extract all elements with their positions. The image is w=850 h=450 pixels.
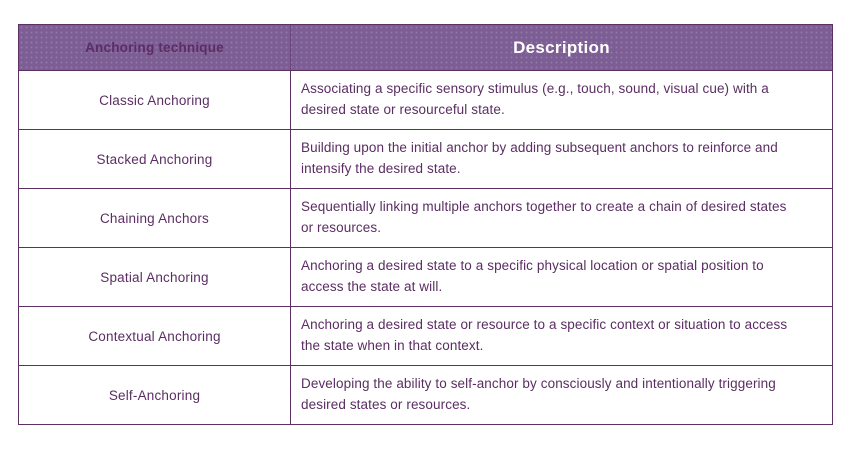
description-cell: Developing the ability to self-anchor by… xyxy=(290,366,832,424)
table-row: Self-Anchoring Developing the ability to… xyxy=(19,365,832,424)
table-row: Spatial Anchoring Anchoring a desired st… xyxy=(19,247,832,306)
table-row: Chaining Anchors Sequentially linking mu… xyxy=(19,188,832,247)
technique-cell: Contextual Anchoring xyxy=(88,328,221,344)
table-row: Stacked Anchoring Building upon the init… xyxy=(19,129,832,188)
description-cell: Anchoring a desired state to a specific … xyxy=(290,248,832,306)
table-row: Classic Anchoring Associating a specific… xyxy=(19,70,832,129)
technique-cell: Chaining Anchors xyxy=(99,210,210,226)
description-cell: Associating a specific sensory stimulus … xyxy=(290,71,832,129)
technique-cell: Stacked Anchoring xyxy=(96,151,213,167)
header-description: Description xyxy=(290,25,832,70)
technique-cell: Classic Anchoring xyxy=(99,92,210,108)
technique-cell: Spatial Anchoring xyxy=(100,269,209,285)
description-cell: Sequentially linking multiple anchors to… xyxy=(290,189,832,247)
description-cell: Building upon the initial anchor by addi… xyxy=(290,130,832,188)
table-header-row: Anchoring technique Description xyxy=(19,25,832,70)
technique-cell: Self-Anchoring xyxy=(108,387,201,403)
table-row: Contextual Anchoring Anchoring a desired… xyxy=(19,306,832,365)
anchoring-techniques-table: Anchoring technique Description Classic … xyxy=(18,24,833,425)
header-anchoring-technique: Anchoring technique xyxy=(85,40,224,55)
description-cell: Anchoring a desired state or resource to… xyxy=(290,307,832,365)
